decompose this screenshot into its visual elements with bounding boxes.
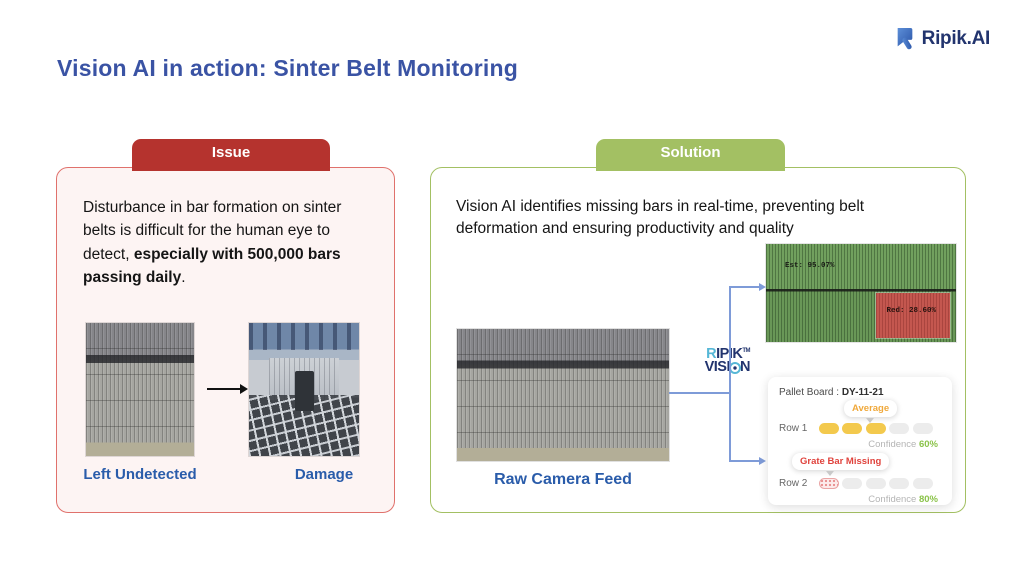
solution-badge: Solution <box>596 139 785 171</box>
row-1-pills <box>818 423 933 434</box>
row-1-confidence: Confidence 60% <box>868 439 938 450</box>
grate-bar-pill-gray <box>842 478 862 489</box>
row-2-label: Row 2 <box>779 478 808 489</box>
vision-logo-n: N <box>740 359 750 376</box>
grate-bar-pill-gray <box>889 423 909 434</box>
ripik-logo-icon <box>897 28 912 50</box>
missing-tooltip-caret-icon <box>826 471 834 476</box>
brand-name: Ripik.AI <box>921 28 991 49</box>
solution-description: Vision AI identifies missing bars in rea… <box>456 198 865 238</box>
damage-photo-object <box>295 370 314 411</box>
issue-text-bold: especially with 500,000 bars passing dai… <box>83 245 341 286</box>
arrow-right-icon <box>207 384 248 394</box>
grate-bar-pill-yellow <box>842 423 862 434</box>
brand-logo: Ripik.AI <box>894 27 990 51</box>
confidence-1-value: 60% <box>918 439 938 450</box>
pallet-board-id: DY-11-21 <box>841 387 884 398</box>
connector-arrowhead-top <box>759 283 766 291</box>
damage-photo-beams <box>249 323 359 350</box>
confidence-2-label: Confidence <box>868 494 919 505</box>
connector-line-mid <box>669 392 730 394</box>
connector-arrowhead-bottom <box>759 457 766 465</box>
confidence-2-value: 80% <box>918 494 938 505</box>
grate-bar-missing-tooltip: Grate Bar Missing <box>792 453 890 470</box>
detection-green-label: Est: 95.07% <box>785 261 835 270</box>
grate-bar-pill-gray <box>889 478 909 489</box>
pallet-board-panel: Pallet Board : DY-11-21 Average Row 1 Co… <box>768 377 952 505</box>
page-title: Vision AI in action: Sinter Belt Monitor… <box>57 55 518 81</box>
grate-bar-pill-yellow <box>865 423 886 434</box>
detection-overlay-image: Est: 95.07% Red: 28.60% <box>766 244 956 342</box>
row-2-confidence: Confidence 80% <box>868 494 938 505</box>
caption-damage: Damage <box>294 466 354 483</box>
undetected-belt-photo <box>86 323 194 456</box>
caption-raw-camera-feed: Raw Camera Feed <box>494 471 632 488</box>
issue-text-regular: Disturbance in bar formation on sinter b… <box>83 199 342 263</box>
connector-line-vertical <box>729 286 731 461</box>
row-2-pills <box>818 478 933 489</box>
vision-logo-r: R <box>706 346 717 362</box>
damage-photo <box>249 323 359 456</box>
average-tooltip: Average <box>844 400 898 417</box>
grate-bar-pill-gray <box>912 478 933 489</box>
average-tooltip-caret-icon <box>866 418 874 423</box>
connector-line-top <box>729 286 759 288</box>
grate-bar-pill-red <box>818 478 839 489</box>
detection-red-region: Red: 28.60% <box>876 293 951 339</box>
issue-panel: Disturbance in bar formation on sinter b… <box>56 167 395 513</box>
issue-text-end: . <box>181 268 186 286</box>
grate-bar-pill-yellow <box>818 423 839 434</box>
row-1-label: Row 1 <box>779 423 808 434</box>
pallet-board-label: Pallet Board : <box>779 387 842 398</box>
grate-bar-pill-gray <box>865 478 886 489</box>
confidence-1-label: Confidence <box>868 439 919 450</box>
ripik-vision-line2: VISI N <box>674 359 751 376</box>
issue-badge: Issue <box>132 139 330 171</box>
detection-red-label: Red: 28.60% <box>886 307 937 316</box>
connector-line-bottom <box>729 460 759 462</box>
solution-panel: Vision AI identifies missing bars in rea… <box>430 167 966 513</box>
vision-logo-tm: TM <box>742 348 750 355</box>
grate-bar-pill-gray <box>912 423 933 434</box>
pallet-board-title: Pallet Board : DY-11-21 <box>779 387 884 398</box>
issue-description: Disturbance in bar formation on sinter b… <box>83 196 378 289</box>
raw-camera-feed-photo <box>457 329 669 461</box>
caption-left-undetected: Left Undetected <box>83 466 197 483</box>
pallet-row-2: Row 2 <box>779 478 933 489</box>
vision-logo-visi: VISI <box>704 359 731 376</box>
pallet-row-1: Row 1 <box>779 423 933 434</box>
